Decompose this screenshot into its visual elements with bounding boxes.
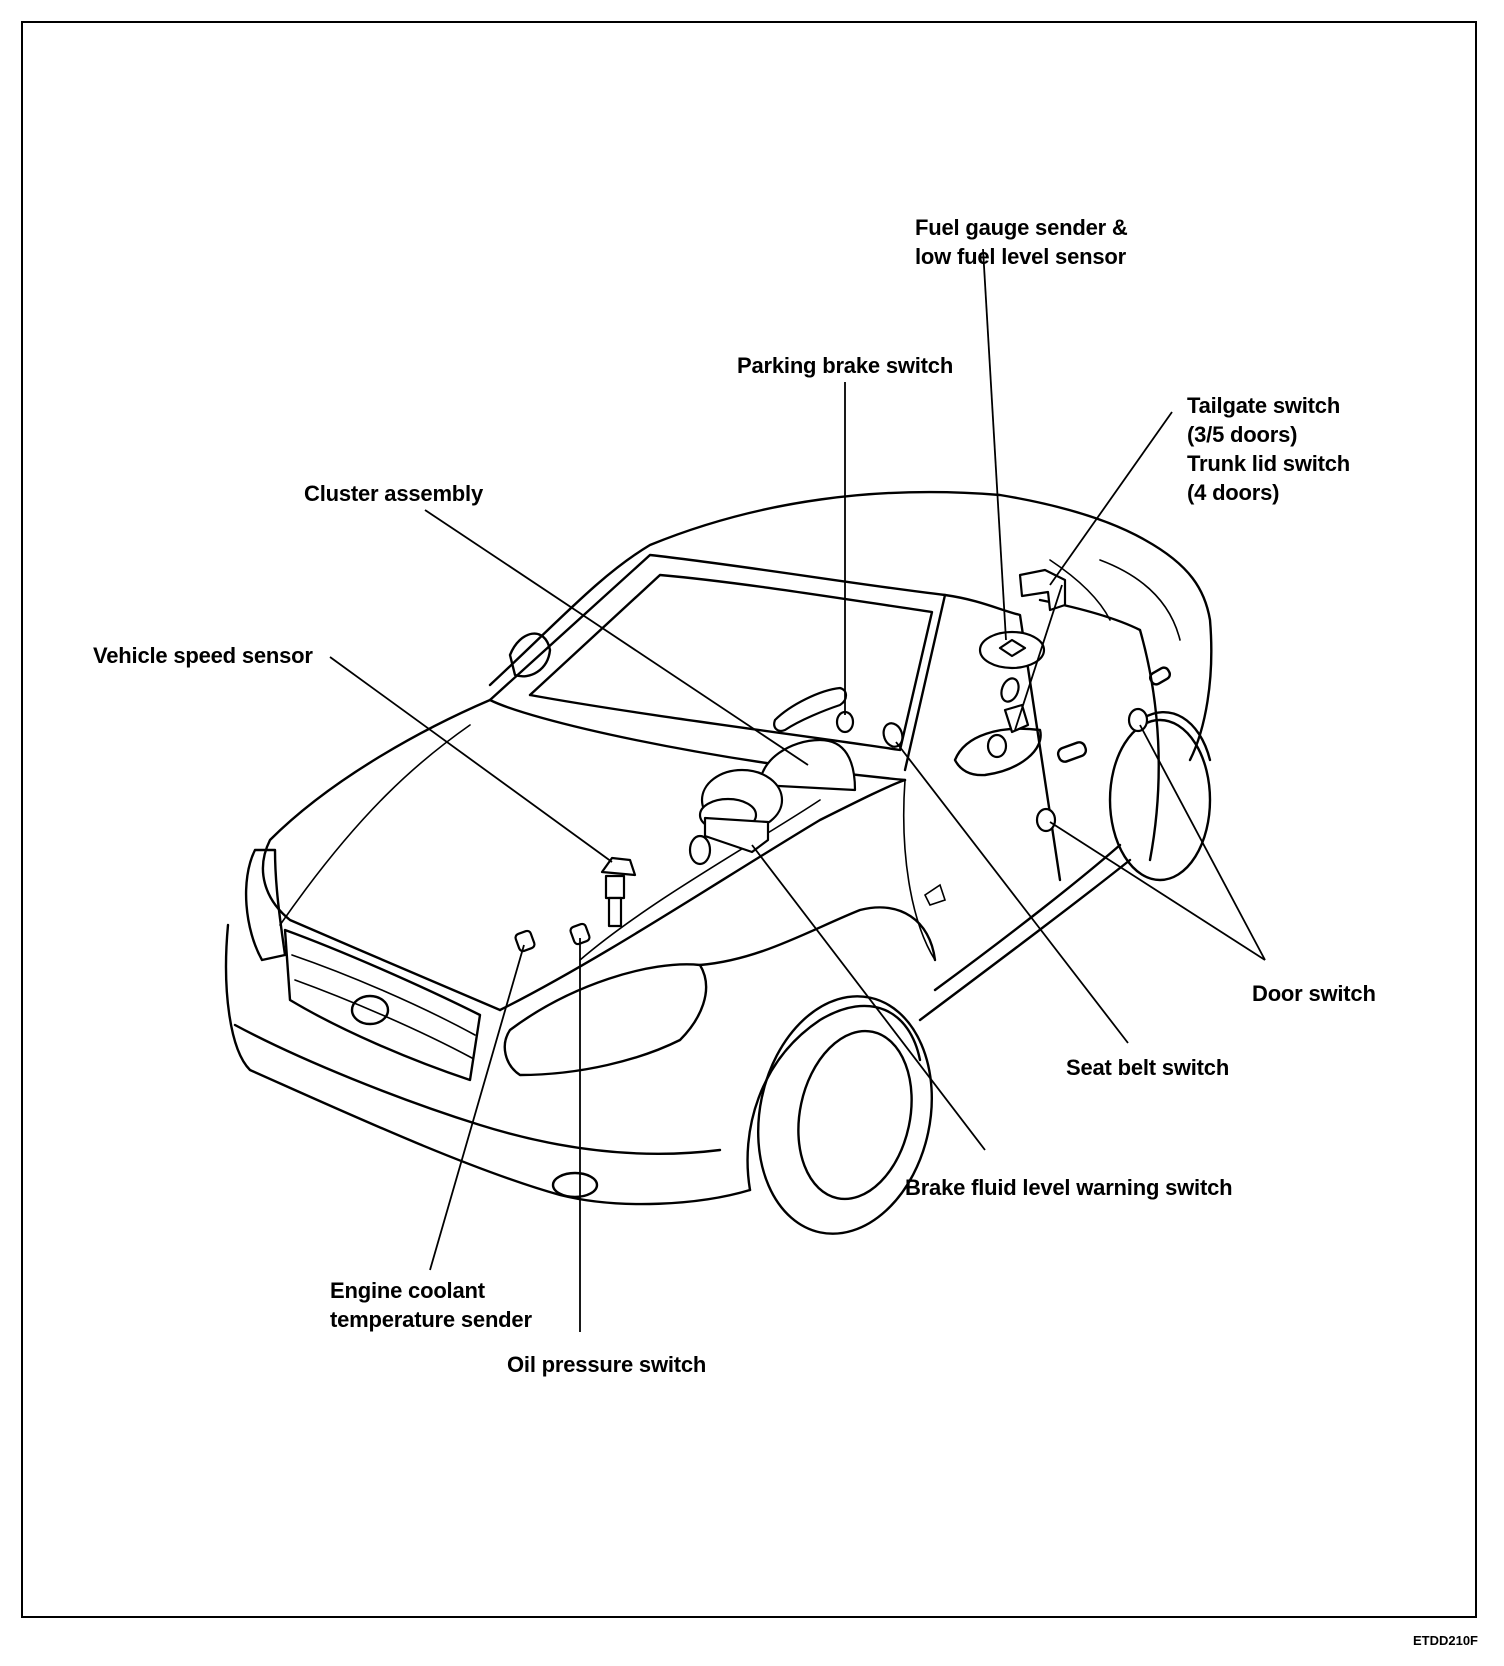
figure-code: ETDD210F xyxy=(1412,1633,1478,1648)
fuel-gauge-part xyxy=(978,630,1046,734)
label-seat-belt-switch: Seat belt switch xyxy=(1066,1055,1230,1080)
label-brake-fluid-switch: Brake fluid level warning switch xyxy=(905,1175,1233,1200)
leader-lines xyxy=(329,248,1266,1332)
speed-sensor-part xyxy=(600,856,637,928)
seat-belt-part xyxy=(882,722,904,748)
label-engine-coolant-sender: Engine coolant temperature sender xyxy=(330,1276,532,1334)
label-parking-brake-switch: Parking brake switch xyxy=(737,353,954,378)
label-coolant-line-1: Engine coolant xyxy=(330,1278,485,1303)
label-door-switch: Door switch xyxy=(1252,981,1376,1006)
label-cluster-assembly: Cluster assembly xyxy=(304,481,483,506)
label-oil-pressure-switch: Oil pressure switch xyxy=(507,1352,707,1377)
label-coolant-line-2: temperature sender xyxy=(330,1307,532,1332)
label-tailgate-line-1: Tailgate switch xyxy=(1187,393,1341,418)
label-fuel-gauge-line-1: Fuel gauge sender & xyxy=(915,215,1128,240)
label-tailgate-line-4: (4 doors) xyxy=(1187,480,1280,505)
label-tailgate-line-3: Trunk lid switch xyxy=(1187,451,1351,476)
label-tailgate-line-2: (3/5 doors) xyxy=(1187,422,1298,447)
label-tailgate-switch: Tailgate switch (3/5 doors) Trunk lid sw… xyxy=(1187,391,1350,507)
coolant-sender-part xyxy=(514,929,536,953)
label-fuel-gauge-line-2: low fuel level sensor xyxy=(915,244,1126,269)
parking-brake-part xyxy=(773,686,855,734)
label-vehicle-speed-sensor: Vehicle speed sensor xyxy=(93,643,313,668)
tailgate-switch-part xyxy=(1018,568,1067,612)
oil-pressure-part xyxy=(569,922,591,946)
label-fuel-gauge-sender: Fuel gauge sender & low fuel level senso… xyxy=(915,213,1128,271)
diagram-frame xyxy=(21,21,1477,1618)
door-switch-part xyxy=(986,707,1149,833)
brake-fluid-part xyxy=(688,768,784,866)
